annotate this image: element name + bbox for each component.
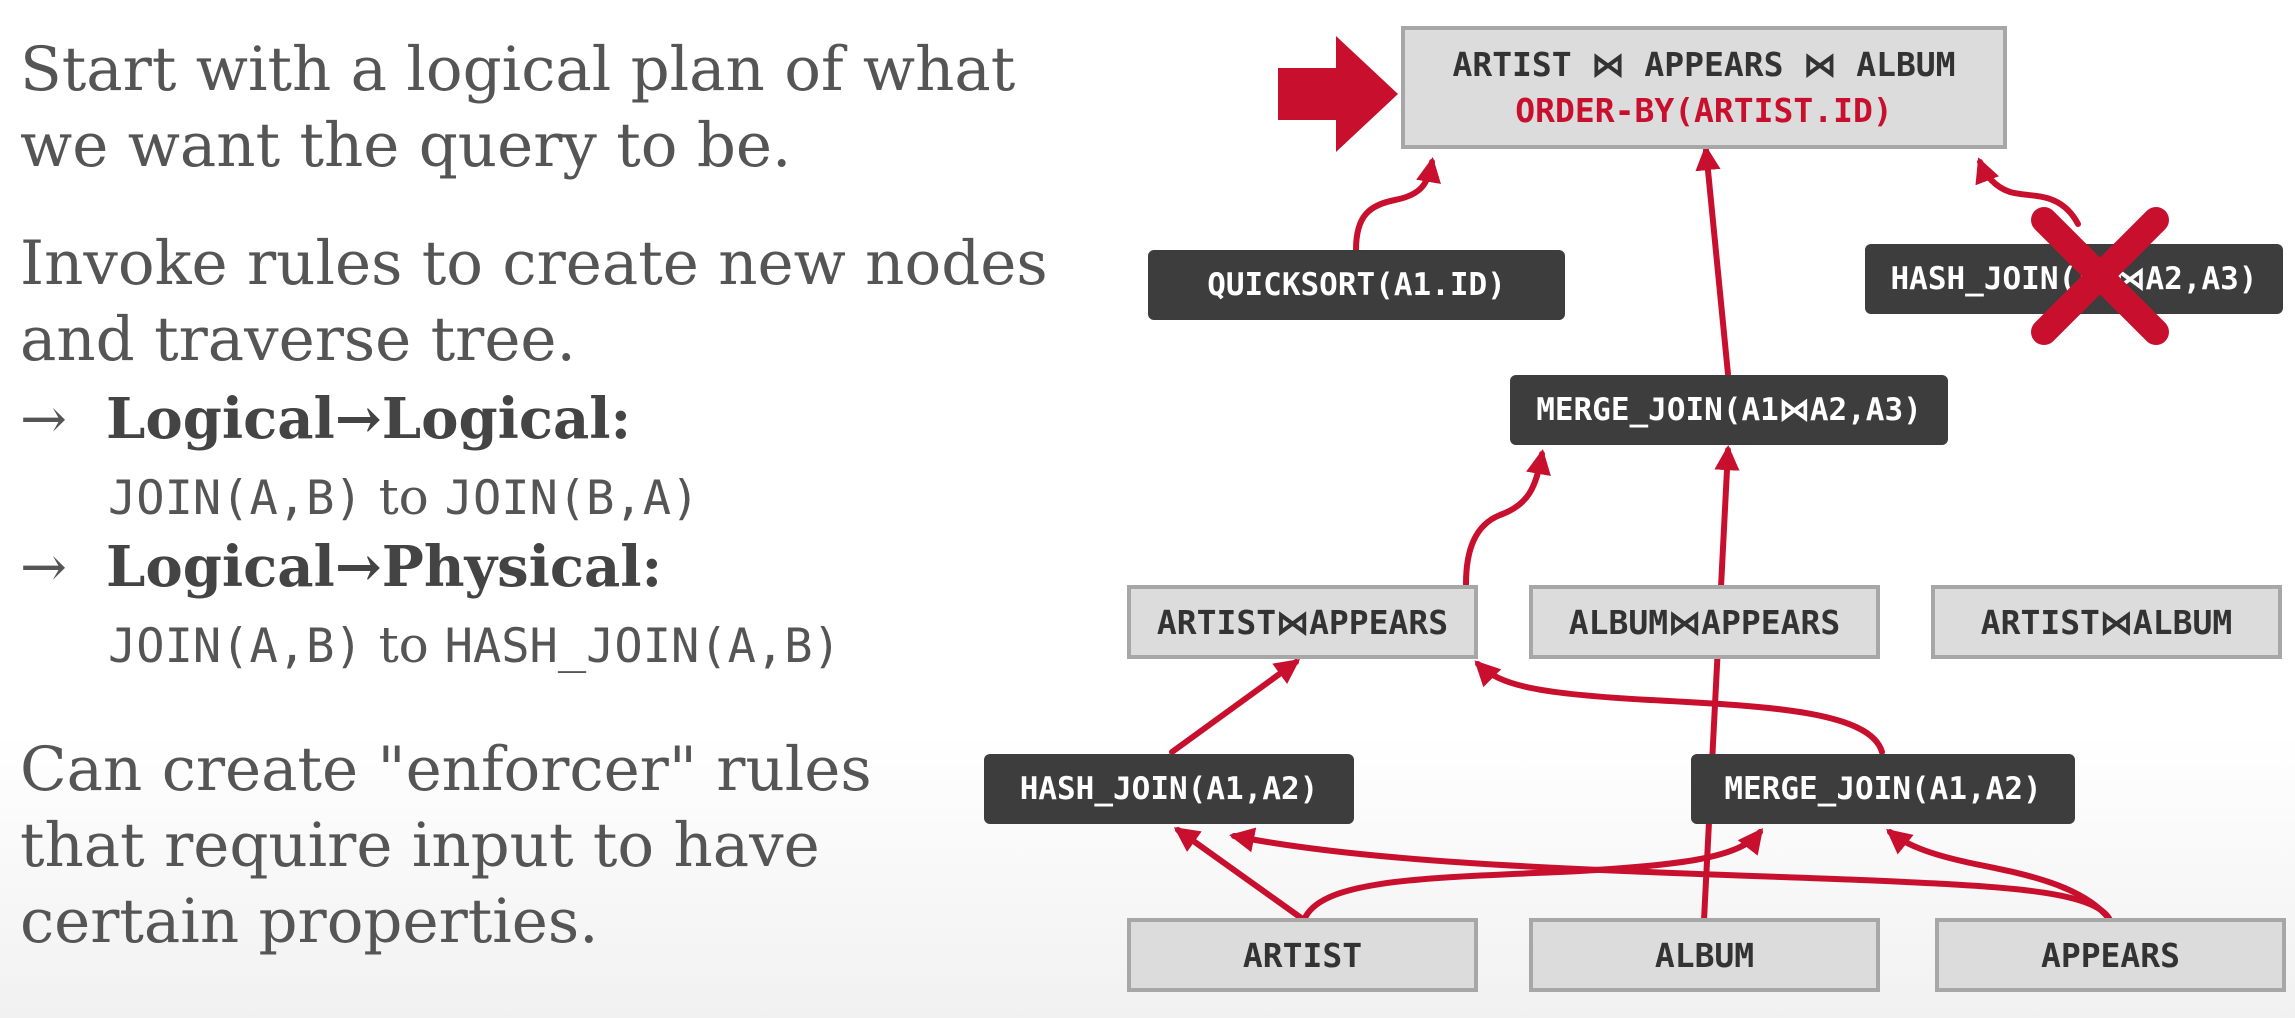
edge-artist-to-hash-join-low (1173, 827, 1307, 923)
hash-join-low-node: HASH_JOIN(A1,A2) (984, 754, 1354, 824)
example-logical-physical: JOIN(A,B) to HASH_JOIN(A,B) (108, 614, 841, 678)
example-join-ba: JOIN(B,A) (444, 471, 700, 526)
para-enforcer-line3: certain properties. (20, 886, 599, 957)
merge-join-low-node: MERGE_JOIN(A1,A2) (1691, 754, 2075, 824)
root-node: ARTIST ⋈ APPEARS ⋈ ALBUM ORDER-BY(ARTIST… (1401, 26, 2007, 149)
artist-appears-node: ARTIST⋈APPEARS (1127, 585, 1478, 659)
merge-join-mid-node: MERGE_JOIN(A1⋈A2,A3) (1510, 375, 1948, 445)
example-hash-join-ab: HASH_JOIN(A,B) (444, 619, 841, 674)
bullet-arrow-icon: → (20, 535, 67, 600)
example-logical-logical: JOIN(A,B) to JOIN(B,A) (108, 466, 699, 530)
leaf-album-node: ALBUM (1529, 918, 1880, 992)
para-invoke-rules-line1: Invoke rules to create new nodes (20, 228, 1048, 299)
bullet-logical-physical: → Logical→Physical: (20, 532, 662, 603)
album-appears-node: ALBUM⋈APPEARS (1529, 585, 1880, 659)
edge-album-to-merge-join-mid (1701, 444, 1740, 923)
bullet-logical-logical: → Logical→Logical: (20, 384, 631, 455)
bullet-logical-physical-title: Logical→Physical: (106, 534, 663, 600)
edge-hash-join-low-to-artist-appears (1169, 659, 1301, 755)
example-to: to (362, 616, 445, 674)
root-node-expression: ARTIST ⋈ APPEARS ⋈ ALBUM (1452, 44, 1956, 84)
edge-artist-appears-to-merge-join-mid (1463, 449, 1551, 587)
edge-artist-to-merge-join-low (1301, 828, 1764, 923)
root-node-order-by: ORDER-BY(ARTIST.ID) (1515, 90, 1893, 130)
edge-hash-join-top-to-root (1975, 157, 2081, 227)
example-join-ab: JOIN(A,B) (108, 471, 363, 526)
arrow-right-icon (1278, 36, 1398, 152)
hash-join-top-node: HASH_JOIN(A1⋈A2,A3) (1865, 244, 2283, 314)
para-logical-plan-line2: we want the query to be. (20, 110, 792, 181)
edge-appears-to-merge-join-low (1886, 828, 2113, 923)
edge-merge-join-mid-to-root (1695, 144, 1731, 377)
leaf-artist-node: ARTIST (1127, 918, 1478, 992)
example-join-ab: JOIN(A,B) (108, 619, 363, 674)
para-enforcer-line1: Can create "enforcer" rules (20, 734, 872, 805)
artist-album-node: ARTIST⋈ALBUM (1931, 585, 2282, 659)
bullet-logical-logical-title: Logical→Logical: (106, 386, 632, 452)
edge-merge-join-low-to-artist-appears (1474, 660, 1885, 755)
quicksort-node: QUICKSORT(A1.ID) (1148, 250, 1565, 320)
edge-quicksort-to-root (1353, 157, 1441, 253)
para-invoke-rules-line2: and traverse tree. (20, 304, 576, 375)
bullet-arrow-icon: → (20, 387, 67, 452)
leaf-appears-node: APPEARS (1935, 918, 2286, 992)
edge-appears-to-hash-join-low (1229, 827, 2113, 923)
para-logical-plan-line1: Start with a logical plan of what (20, 34, 1016, 105)
cross-icon (2031, 207, 2169, 345)
example-to: to (362, 468, 445, 526)
para-enforcer-line2: that require input to have (20, 810, 820, 881)
